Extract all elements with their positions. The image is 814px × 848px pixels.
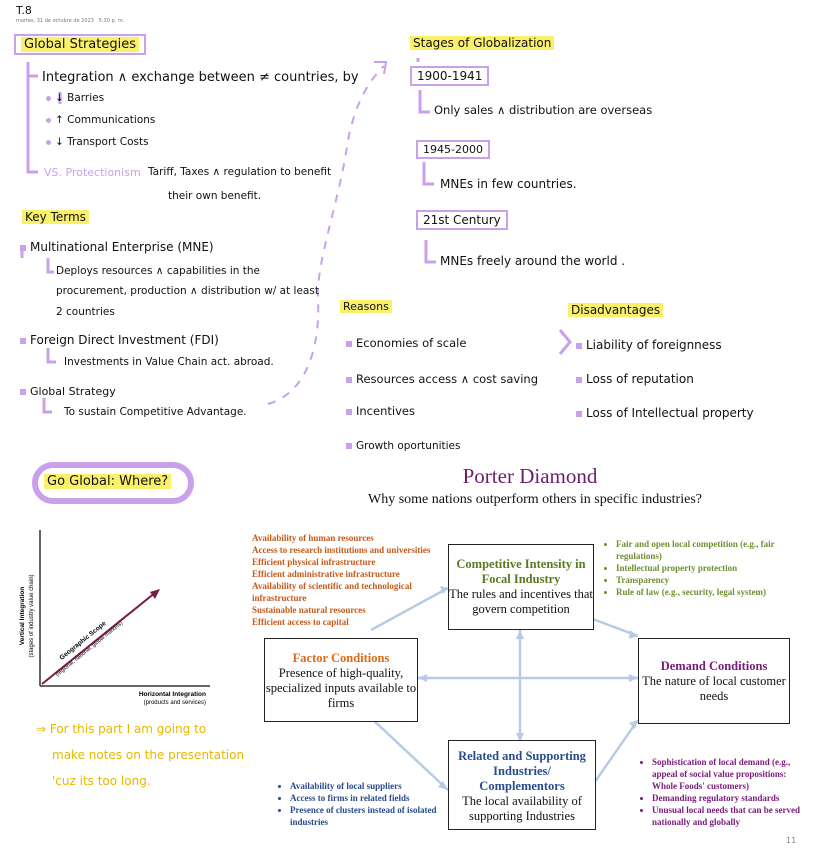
list-item: Availability of scientific and technolog…: [252, 581, 412, 603]
list-item: Intellectual property protection: [616, 562, 804, 574]
list-item: Availability of local suppliers: [290, 780, 438, 792]
page-number: 11: [786, 836, 797, 845]
key-terms-title: Key Terms: [22, 210, 89, 224]
factor-heading: Factor Conditions: [292, 651, 390, 665]
mne-def-3: 2 countries: [56, 306, 115, 318]
scope-diagram: Vertical Integration (stages of industry…: [19, 530, 210, 706]
related-list: Availability of local suppliers Access t…: [278, 780, 438, 828]
reason-3: Incentives: [346, 404, 415, 418]
factor-list: Availability of human resources Access t…: [252, 532, 432, 628]
x-axis-label: Horizontal Integration: [139, 691, 206, 698]
disadvantages-title: Disadvantages: [568, 303, 664, 317]
demand-list: Sophistication of local demand (e.g., ap…: [640, 756, 810, 828]
list-item: Efficient access to capital: [252, 617, 349, 627]
stage-1-label: 1900-1941: [410, 66, 490, 86]
mne-def-1: Deploys resources ∧ capabilities in the: [56, 265, 260, 277]
disadvantage-2: Loss of reputation: [576, 372, 694, 386]
competitive-body: The rules and incentives that govern com…: [449, 587, 593, 616]
demand-conditions-box: Demand Conditions The nature of local cu…: [638, 638, 790, 724]
disadvantage-1: Liability of foreignness: [576, 338, 722, 352]
competitive-heading: Competitive Intensity in Focal Industry: [456, 557, 586, 586]
reason-2: Resources access ∧ cost saving: [346, 372, 538, 386]
list-item: Fair and open local competition (e.g., f…: [616, 538, 804, 562]
factor-conditions-box: Factor Conditions Presence of high-quali…: [264, 638, 418, 722]
vs-protectionism: VS. Protectionism: [44, 166, 141, 179]
demand-body: The nature of local customer needs: [642, 674, 786, 703]
note-line-3: 'cuz its too long.: [52, 774, 151, 788]
tariff-line-2: their own benefit.: [168, 190, 262, 202]
note-line-2: make notes on the presentation: [52, 748, 245, 762]
page-label: T.8: [16, 4, 32, 17]
list-item: Sustainable natural resources: [252, 605, 366, 615]
global-strategies-title: Global Strategies: [14, 34, 146, 55]
diagonal-sub: (regional, national, global markets): [55, 620, 124, 678]
porter-title: Porter Diamond: [462, 464, 598, 488]
stages-title: Stages of Globalization: [410, 36, 555, 50]
related-heading: Related and Supporting Industries/ Compl…: [458, 749, 586, 793]
x-axis-sub: (products and services): [144, 700, 206, 706]
list-item: Rule of law (e.g., security, legal syste…: [616, 586, 804, 598]
date-stamp: martes, 31 de octubre de 2023 5:30 p. m.: [16, 18, 125, 24]
reason-1: Economies of scale: [346, 336, 466, 350]
list-item: Efficient physical infrastructure: [252, 557, 376, 567]
stage-3-label: 21st Century: [416, 210, 508, 230]
note-line-1: ⇒ For this part I am going to: [36, 722, 207, 736]
list-item: Demanding regulatory standards: [652, 792, 810, 804]
list-item: Availability of human resources: [252, 533, 374, 543]
competitive-list: Fair and open local competition (e.g., f…: [604, 538, 804, 598]
gs-def: To sustain Competitive Advantage.: [64, 406, 247, 418]
list-item: Access to firms in related fields: [290, 792, 438, 804]
y-axis-label: Vertical Integration: [19, 587, 26, 646]
disadvantage-3: Loss of Intellectual property: [576, 406, 754, 420]
tariff-line-1: Tariff, Taxes ∧ regulation to benefit: [148, 166, 332, 178]
reasons-title: Reasons: [340, 300, 392, 313]
demand-heading: Demand Conditions: [660, 659, 768, 673]
list-item: Access to research institutions and univ…: [252, 545, 431, 555]
list-item: Sophistication of local demand (e.g., ap…: [652, 756, 810, 792]
related-body: The local availability of supporting Ind…: [462, 794, 582, 823]
factor-body: Presence of high-quality, specialized in…: [265, 666, 417, 710]
list-item: Presence of clusters instead of isolated…: [290, 804, 438, 828]
stage-2-label: 1945-2000: [416, 140, 490, 159]
stage-3-text: MNEs freely around the world .: [440, 254, 626, 268]
mne-def-2: procurement, production ∧ distribution w…: [56, 285, 319, 297]
fdi-term: Foreign Direct Investment (FDI): [20, 333, 219, 347]
y-axis-sub: (stages of industry value chain): [29, 574, 35, 657]
go-global-title: Go Global: Where?: [44, 474, 172, 489]
reason-4: Growth oportunities: [346, 440, 460, 452]
stage-2-text: MNEs in few countries.: [440, 177, 577, 191]
competitive-intensity-box: Competitive Intensity in Focal Industry …: [448, 544, 594, 630]
list-item: Unusual local needs that can be served n…: [652, 804, 810, 828]
list-item: Efficient administrative infrastructure: [252, 569, 400, 579]
stage-1-text: Only sales ∧ distribution are overseas: [434, 103, 653, 117]
integration-line: Integration ∧ exchange between ≠ countri…: [42, 70, 359, 85]
bullet-transport: ↓ Transport Costs: [46, 136, 149, 148]
bullet-communications: ↑ Communications: [46, 114, 155, 126]
related-industries-box: Related and Supporting Industries/ Compl…: [448, 740, 596, 830]
bullet-barriers: ↓ Barries: [46, 92, 104, 104]
gs-term: Global Strategy: [20, 385, 116, 398]
go-global-pill: [32, 462, 194, 504]
list-item: Transparency: [616, 574, 804, 586]
porter-subtitle: Why some nations outperform others in sp…: [368, 492, 702, 507]
fdi-def: Investments in Value Chain act. abroad.: [64, 356, 274, 368]
mne-term: Multinational Enterprise (MNE): [20, 240, 214, 254]
